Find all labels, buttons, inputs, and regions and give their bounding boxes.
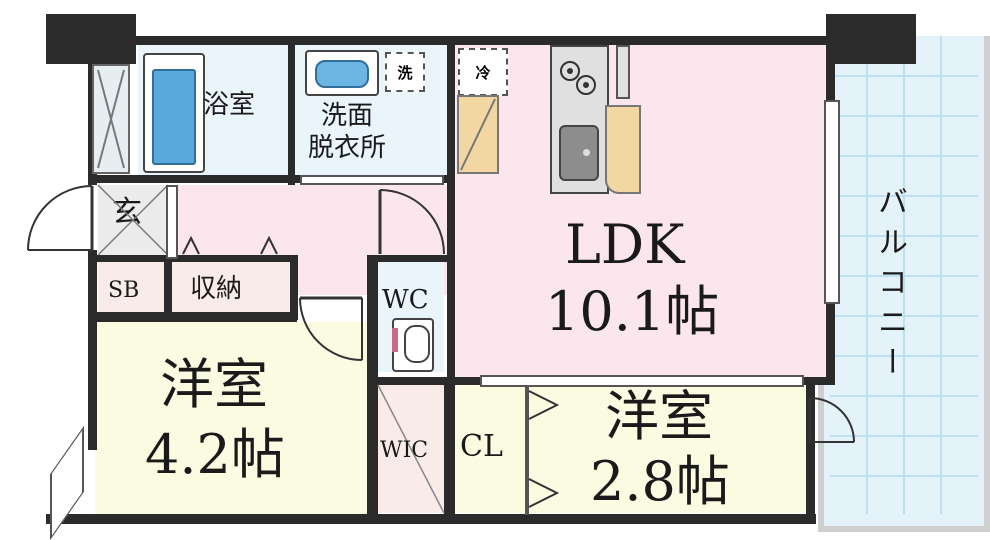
sink-icon: [559, 125, 599, 181]
balcony-grid: [830, 36, 978, 514]
stove-icon: [560, 61, 596, 95]
wall-bath-wash: [288, 45, 295, 185]
washroom-sliding-door[interactable]: [300, 175, 444, 185]
wall-wic-right: [444, 385, 455, 520]
outer-wall-bottom: [46, 514, 816, 524]
window-ldk-bottom: [480, 375, 804, 387]
entrance-label: 玄: [112, 195, 142, 230]
washbasin-icon: [305, 50, 379, 96]
closet-doors-icon[interactable]: [527, 385, 563, 513]
entrance-frame: [166, 185, 178, 259]
column-top-right: [826, 14, 916, 64]
fridge-tag: 冷: [458, 48, 508, 96]
wall-sb-storage: [164, 255, 172, 320]
wall-storage-bottom: [97, 312, 297, 322]
outer-wall-right-lower: [806, 380, 815, 520]
kitchen-counter-end: [605, 105, 641, 194]
western2-name: 洋室: [605, 385, 713, 448]
washroom-label: 洗面 脱衣所: [308, 101, 387, 163]
window-ldk-right: [824, 100, 840, 304]
western1-floor: [95, 322, 367, 514]
kitchen-vent: [616, 45, 630, 99]
wall-western1-right: [367, 255, 378, 520]
wic-diagonal: [377, 384, 445, 514]
ldk-size: 10.1帖: [545, 280, 720, 343]
fridge-space: [457, 95, 499, 174]
storage-floor: [172, 262, 290, 312]
outer-wall-left-lower: [88, 250, 97, 450]
western1-size: 4.2帖: [145, 423, 285, 486]
bathtub-icon: [143, 53, 205, 173]
wall-storage-top: [97, 255, 297, 262]
balcony-label: バルコニー: [872, 186, 907, 386]
balcony-door-swing-icon[interactable]: [806, 396, 866, 446]
entrance-step: [97, 184, 169, 256]
balcony: バルコニー: [818, 36, 990, 532]
entry-door-swing-icon[interactable]: [22, 182, 102, 252]
wall-wet-hall: [97, 175, 455, 183]
bath-label: 浴室: [203, 90, 256, 120]
western2-floor: [527, 385, 807, 513]
closet-floor: [455, 385, 527, 513]
western1-name: 洋室: [160, 353, 268, 416]
wall-ldk-left: [447, 45, 455, 385]
shoebox-floor: [98, 262, 164, 312]
wic-label: WIC: [380, 438, 429, 463]
outer-wall-top: [88, 36, 828, 45]
hall-door-swing-icon[interactable]: [378, 188, 448, 268]
storage-label: 収納: [190, 274, 243, 304]
storage-doors-icon[interactable]: [175, 234, 290, 256]
wc-label: WC: [382, 285, 429, 315]
window-left-upper: [92, 64, 130, 174]
ldk-name: LDK: [565, 213, 685, 276]
shoebox-label: SB: [108, 278, 140, 303]
western2-size: 2.8帖: [590, 450, 730, 513]
wall-storage-right: [290, 255, 298, 320]
closet-label: CL: [460, 429, 503, 464]
western1-door-swing-icon[interactable]: [298, 292, 368, 367]
washer-tag: 洗: [385, 52, 425, 92]
wall-cl-right: [525, 385, 529, 515]
wall-wc-top: [370, 255, 450, 262]
ldk-floor: [455, 45, 825, 377]
toilet-icon: [392, 318, 434, 372]
